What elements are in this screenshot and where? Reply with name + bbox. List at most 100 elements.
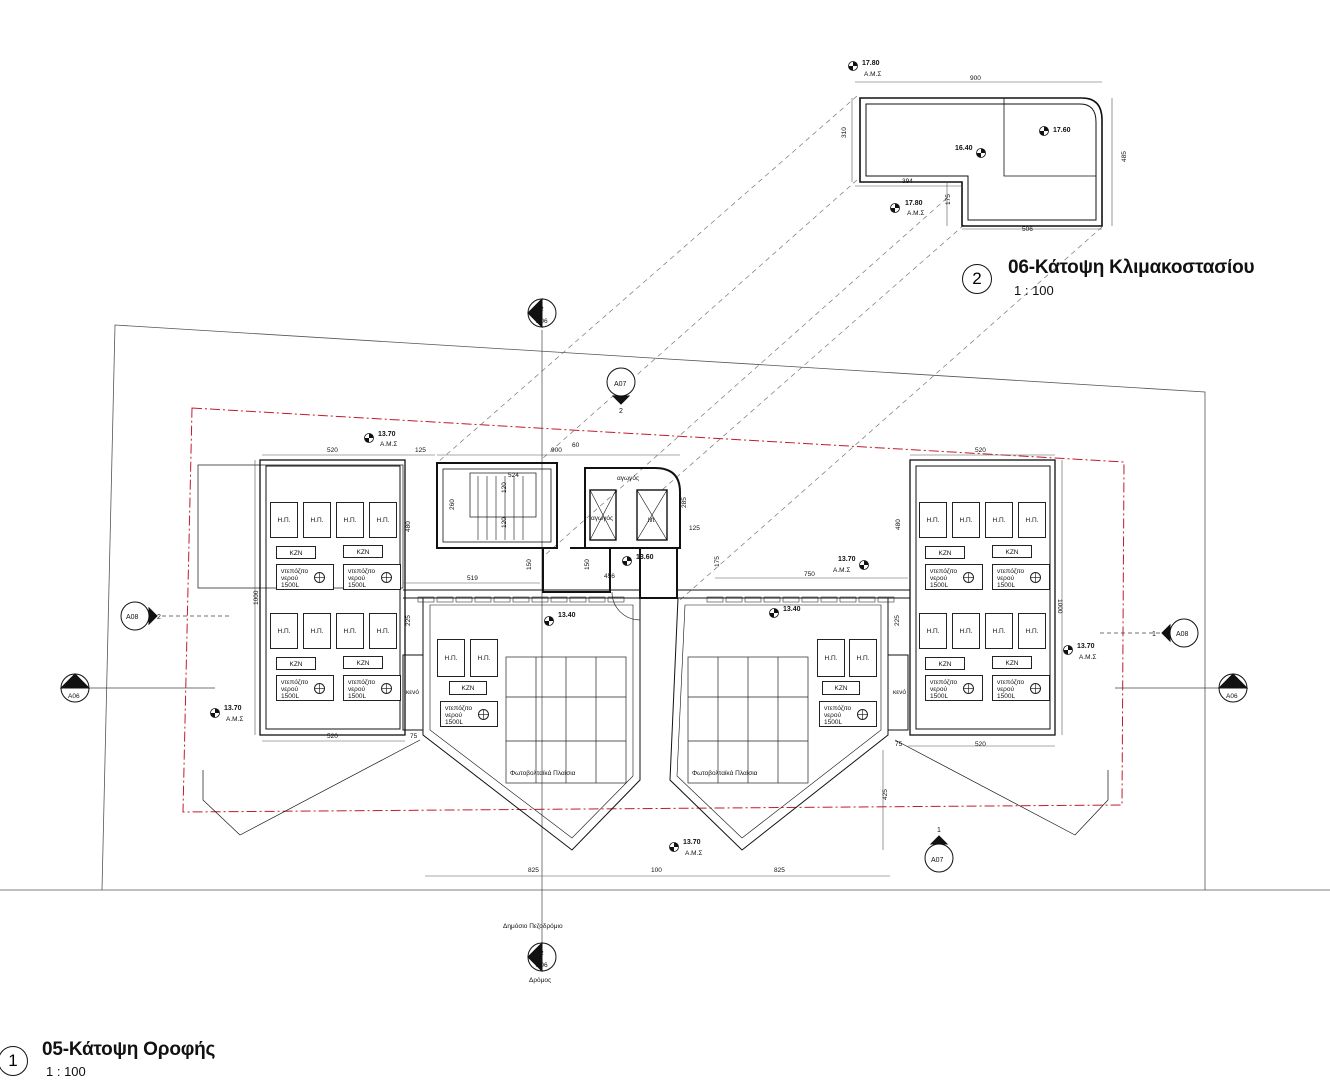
planter-block	[512, 596, 530, 603]
kzn-unit: ΚΖΝ	[343, 656, 383, 669]
section-callouts	[59, 297, 1249, 973]
void-label: κενό	[893, 688, 906, 696]
dimension: 150	[584, 559, 591, 570]
dimension: 1000	[253, 590, 260, 605]
heat-pump-unit: Η.Π.	[437, 639, 465, 677]
heat-pump-unit: Η.Π.	[985, 613, 1013, 649]
heat-pump-unit: Η.Π.	[336, 502, 364, 538]
section-number: 2	[157, 614, 161, 621]
dimension: 480	[405, 521, 412, 532]
tank-symbol-icon	[1030, 683, 1041, 694]
view-number-badge: 2	[962, 264, 992, 294]
dimension: 480	[895, 519, 902, 530]
kzn-unit: ΚΖΝ	[925, 546, 965, 559]
dimension: 60	[572, 442, 580, 449]
dimension: 100	[651, 867, 662, 874]
level-label: 13.60	[636, 554, 654, 561]
section-number: 1	[937, 827, 941, 834]
tank-symbol-icon	[478, 709, 489, 720]
heat-pump-unit: Η.Π.	[303, 502, 331, 538]
stair-core	[436, 462, 681, 621]
section-number: 1	[73, 681, 77, 688]
road-label: Δρόμος	[529, 976, 551, 984]
heat-pump-unit: Η.Π.	[369, 613, 397, 649]
planter-block	[782, 596, 800, 603]
planter-block	[550, 596, 568, 603]
kzn-unit: ΚΖΝ	[992, 656, 1032, 669]
section-number: 1	[1152, 631, 1156, 638]
dimension: 310	[841, 127, 848, 138]
kzn-unit: ΚΖΝ	[822, 681, 860, 695]
level-label: 13.70	[1077, 643, 1095, 650]
dimension: 285	[681, 497, 688, 508]
dimension: 225	[405, 615, 412, 626]
level-label: 13.40	[783, 606, 801, 613]
heat-pump-unit: Η.Π.	[369, 502, 397, 538]
dimension: 750	[804, 571, 815, 578]
amsl-label: Α.Μ.Σ	[1079, 654, 1096, 661]
void-label: κενό	[406, 688, 419, 696]
kzn-unit: ΚΖΝ	[992, 545, 1032, 558]
dimension: 825	[774, 867, 785, 874]
dimension: 456	[604, 573, 615, 580]
dimension: 120	[501, 482, 508, 493]
heat-pump-unit: Η.Π.	[919, 502, 947, 538]
level-label: 13.70	[378, 431, 396, 438]
planter-block	[744, 596, 762, 603]
dimension: 175	[945, 194, 952, 205]
planter-block	[493, 596, 511, 603]
planter-block	[877, 596, 895, 603]
dimension: 120	[501, 517, 508, 528]
view-title: 06-Κάτοψη Κλιμακοστασίου	[1008, 257, 1255, 278]
pv-label: Φωτοβολταϊκά Πλαίσια	[692, 769, 758, 777]
level-label: 17.80	[905, 200, 923, 207]
planter-block	[474, 596, 492, 603]
planter-block	[436, 596, 454, 603]
site-boundary	[0, 324, 1330, 891]
dimension: 520	[975, 447, 986, 454]
section-number: 1	[1231, 681, 1235, 688]
heat-pump-unit: Η.Π.	[919, 613, 947, 649]
planter-block	[839, 596, 857, 603]
amsl-label: Α.Μ.Σ	[685, 850, 702, 857]
dimension: 175	[714, 556, 721, 567]
section-sheet: A06	[536, 962, 548, 969]
view-title: 05-Κάτοψη Οροφής	[42, 1039, 216, 1060]
dimension: 75	[895, 741, 903, 748]
dimension: 125	[415, 447, 426, 454]
planter-block	[706, 596, 724, 603]
amsl-label: Α.Μ.Σ	[833, 567, 850, 574]
amsl-label: Α.Μ.Σ	[907, 210, 924, 217]
dimension: 520	[327, 447, 338, 454]
heat-pump-unit: Η.Π.	[270, 502, 298, 538]
heat-pump-unit: Η.Π.	[303, 613, 331, 649]
section-sheet: A07	[614, 381, 627, 388]
tank-symbol-icon	[314, 572, 325, 583]
level-label: 13.70	[683, 839, 701, 846]
dimension: 485	[1121, 151, 1128, 162]
view-scale: 1 : 100	[46, 1064, 86, 1079]
heat-pump-unit: Η.Π.	[470, 639, 498, 677]
dimension: 1000	[1056, 599, 1063, 614]
amsl-label: Α.Μ.Σ	[864, 71, 881, 78]
amsl-label: Α.Μ.Σ	[226, 716, 243, 723]
planter-block	[763, 596, 781, 603]
roof-outline	[197, 459, 1109, 851]
level-label: 16.40	[955, 145, 973, 152]
level-label: 17.60	[1053, 127, 1071, 134]
kzn-unit: ΚΖΝ	[925, 657, 965, 670]
duct-label: αγωγός	[591, 514, 613, 522]
heat-pump-unit: Η.Π.	[952, 613, 980, 649]
dimension: 260	[449, 499, 456, 510]
dimension: 425	[882, 789, 889, 800]
planter-block	[588, 596, 606, 603]
section-sheet: A08	[126, 614, 139, 621]
planter-block	[820, 596, 838, 603]
dimension: 524	[508, 472, 519, 479]
kzn-unit: ΚΖΝ	[343, 545, 383, 558]
